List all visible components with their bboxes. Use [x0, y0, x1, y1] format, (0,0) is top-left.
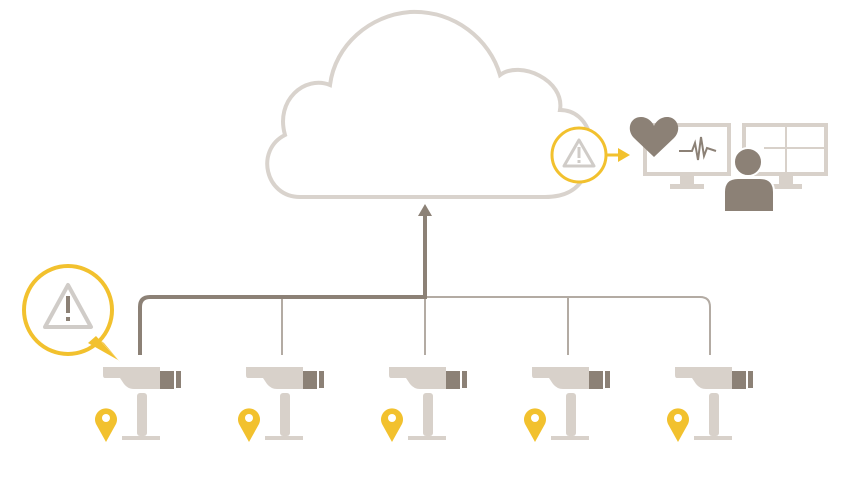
camera-unit[interactable] — [95, 367, 181, 442]
camera-icon — [103, 367, 181, 440]
warning-icon — [43, 283, 93, 329]
monitoring-station — [629, 117, 828, 213]
location-pin-icon — [238, 408, 260, 442]
arrow-right-icon — [618, 148, 630, 162]
network-thin-line — [425, 296, 711, 355]
camera-icon — [389, 367, 467, 440]
heartbeat-icon — [679, 136, 717, 161]
location-pin-icon — [667, 408, 689, 442]
cloud-alert — [550, 126, 630, 184]
camera-unit[interactable] — [238, 367, 324, 442]
network-lines — [138, 204, 711, 355]
camera-icon — [675, 367, 753, 440]
heart-icon — [629, 117, 679, 157]
camera-icon — [532, 367, 610, 440]
location-pin-icon — [524, 408, 546, 442]
camera-unit[interactable] — [381, 367, 467, 442]
location-pin-icon — [95, 408, 117, 442]
cloud-icon — [265, 9, 594, 199]
network-alert-path — [138, 212, 427, 355]
camera-unit[interactable] — [667, 367, 753, 442]
location-pin-icon — [381, 408, 403, 442]
camera-alert-bubble — [22, 264, 120, 362]
warning-icon — [562, 138, 596, 168]
camera-unit[interactable] — [524, 367, 610, 442]
camera-icon — [246, 367, 324, 440]
arrow-up-icon — [418, 204, 432, 216]
person-icon — [723, 147, 775, 213]
